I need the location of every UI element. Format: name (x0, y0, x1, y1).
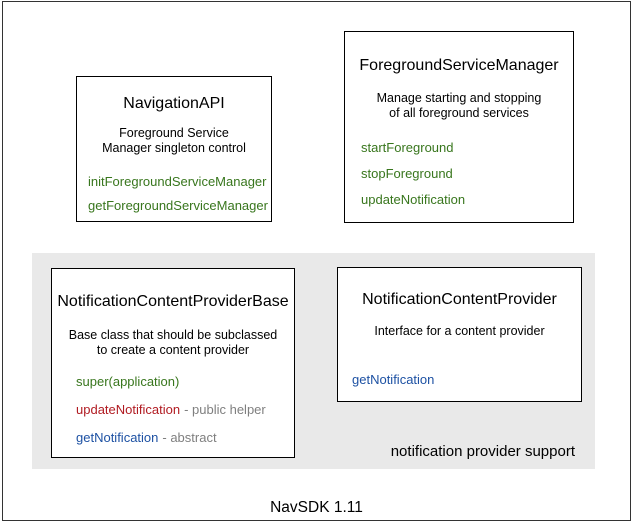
method-name: super(application) (76, 374, 180, 389)
class-title-navigation-api: NavigationAPI (123, 95, 225, 112)
method-list: startForeground stopForeground updateNot… (345, 141, 573, 206)
description-line: Interface for a content provider (374, 324, 545, 338)
class-box-notification-content-provider: NotificationContentProvider Interface fo… (337, 267, 582, 402)
method-name: getForegroundServiceManager (88, 198, 268, 213)
class-description: Interface for a content provider (338, 324, 581, 339)
description-line: of all foreground services (389, 106, 529, 120)
class-description: Base class that should be subclassed to … (52, 328, 294, 358)
method-annotation: - abstract (162, 430, 217, 445)
method-name: initForegroundServiceManager (88, 174, 267, 189)
class-title-notification-content-provider-base: NotificationContentProviderBase (57, 293, 289, 310)
method-name: startForeground (361, 140, 454, 155)
class-title-notification-content-provider: NotificationContentProvider (362, 291, 557, 308)
description-line: Foreground Service (119, 126, 229, 140)
method-name: getNotification (76, 430, 159, 445)
method-update-notification: updateNotification- public helper (76, 403, 294, 416)
class-title-foreground-service-manager: ForegroundServiceManager (359, 57, 559, 74)
description-line: Base class that should be subclassed (68, 328, 278, 342)
class-box-notification-content-provider-base: NotificationContentProviderBase Base cla… (51, 268, 295, 458)
method-init-foreground-service-manager: initForegroundServiceManager (88, 175, 271, 188)
diagram-caption: NavSDK 1.11 (270, 499, 363, 516)
method-list: super(application) updateNotification- p… (52, 375, 294, 444)
method-list: initForegroundServiceManager getForegrou… (77, 175, 271, 212)
group-label: notification provider support (390, 443, 575, 460)
class-box-navigation-api: NavigationAPI Foreground Service Manager… (76, 76, 272, 222)
method-list: getNotification (338, 373, 581, 386)
method-name: stopForeground (361, 166, 453, 181)
method-get-notification: getNotification- abstract (76, 431, 294, 444)
method-super-application: super(application) (76, 375, 294, 388)
class-description: Foreground Service Manager singleton con… (77, 126, 271, 156)
method-update-notification: updateNotification (361, 193, 573, 206)
method-stop-foreground: stopForeground (361, 167, 573, 180)
method-name: getNotification (352, 372, 435, 387)
class-box-foreground-service-manager: ForegroundServiceManager Manage starting… (344, 31, 574, 223)
method-name: updateNotification (76, 402, 181, 417)
method-annotation: - public helper (184, 402, 266, 417)
description-line: Manage starting and stopping (376, 91, 542, 105)
class-description: Manage starting and stopping of all fore… (345, 91, 573, 121)
description-line: to create a content provider (96, 343, 250, 357)
method-name: updateNotification (361, 192, 466, 207)
description-line: Manager singleton control (102, 141, 246, 155)
method-start-foreground: startForeground (361, 141, 573, 154)
method-get-foreground-service-manager: getForegroundServiceManager (88, 199, 271, 212)
method-get-notification: getNotification (352, 373, 581, 386)
